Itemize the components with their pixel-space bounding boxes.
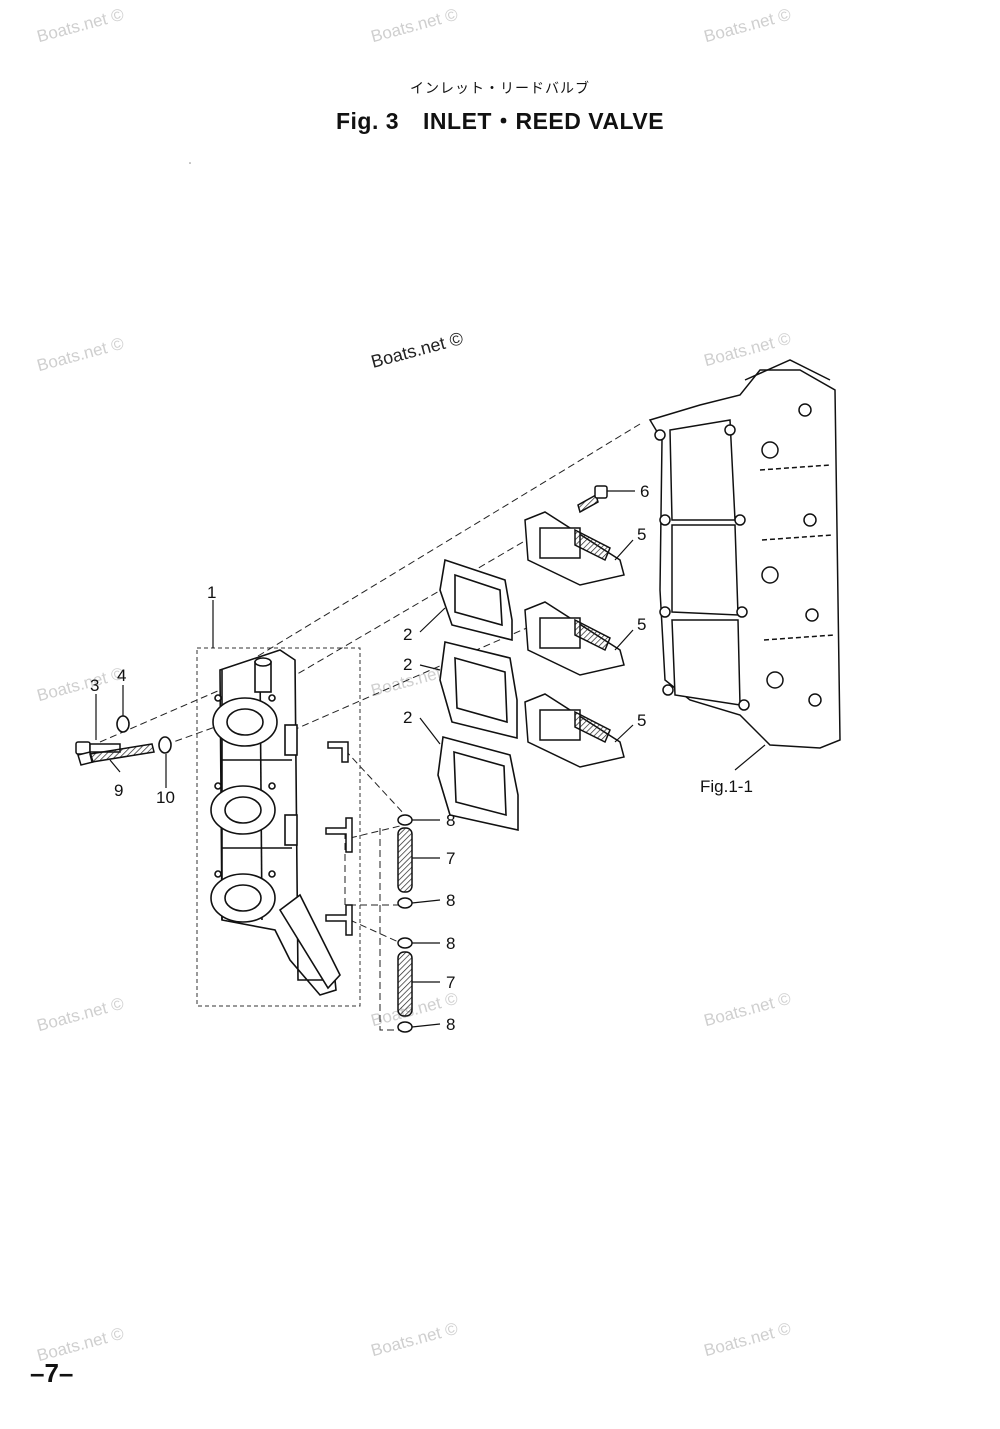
- washer-4: [116, 715, 130, 733]
- figure-title: Fig. 3 INLET・REED VALVE: [0, 102, 1000, 136]
- callout-3: 3: [90, 676, 99, 695]
- callout-2: 2: [403, 655, 412, 674]
- callout-5: 5: [637, 615, 646, 634]
- callout-7: 7: [446, 973, 455, 992]
- callout-2: 2: [403, 708, 412, 727]
- callout-8: 8: [446, 934, 455, 953]
- callout-5: 5: [637, 711, 646, 730]
- callout-leaders: [95, 490, 766, 1028]
- stray-mark: [189, 162, 191, 164]
- callout-2: 2: [403, 625, 412, 644]
- figure-number: Fig. 3: [335, 108, 400, 134]
- washer-10: [158, 736, 172, 754]
- callout-1: 1: [207, 583, 216, 602]
- callout-8: 8: [446, 811, 455, 830]
- subtitle-japanese: インレット・リードバルブ: [410, 81, 590, 97]
- page-number: –7–: [30, 1358, 74, 1388]
- assembly-lines: [99, 423, 641, 1031]
- hoses-and-clips: [397, 814, 413, 1033]
- callout-9: 9: [114, 781, 123, 800]
- bolt-9: [77, 743, 155, 766]
- cylinder-block: [648, 359, 841, 749]
- callout-5: 5: [637, 525, 646, 544]
- callout-10: 10: [156, 788, 175, 807]
- callout-4: 4: [117, 666, 126, 685]
- part1-group-box: [196, 647, 361, 1007]
- callout-8: 8: [446, 891, 455, 910]
- figure-title-text: INLET・REED VALVE: [423, 108, 665, 134]
- callout-7: 7: [446, 849, 455, 868]
- hose-fittings: [325, 741, 353, 936]
- reference-label: Fig.1-1: [700, 777, 753, 796]
- reed-valves: [524, 511, 625, 768]
- callout-8: 8: [446, 1015, 455, 1034]
- intake-manifold: [210, 649, 341, 996]
- callout-6: 6: [640, 482, 649, 501]
- screw-6: [577, 485, 608, 514]
- gaskets: [437, 558, 519, 831]
